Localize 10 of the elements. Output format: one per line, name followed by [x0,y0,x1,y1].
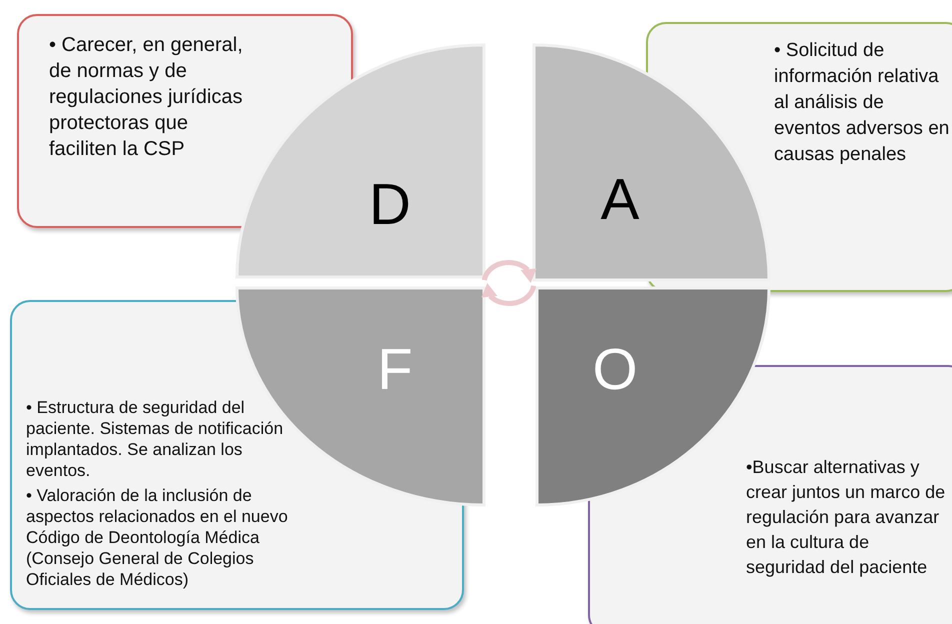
segment-letter: F [377,338,413,402]
bullet-text: •Buscar alternativas y crear juntos un marco de regulación para avanzar en la cultura de seguridad del paciente [746,456,946,579]
bullet-text: • Carecer, en general, de normas y de regulaciones jurídicas protectoras que faciliten la CSP [49,33,244,162]
segment-letter: O [592,338,638,402]
segment-letter: A [600,168,640,232]
bullet-text: • Valoración de la inclusión de aspectos relacionados en el nuevo Código de Deontología Médica (Consejo General de Colegios Oficiales de Médicos) [26,485,288,590]
bullet-text: • Solicitud de información relativa al análisis de eventos adversos en causas penales [774,39,950,167]
cycle-arrows-icon [481,260,537,306]
segment-letter: D [369,173,411,237]
bullet-text: • Estructura de seguridad del paciente. Sistemas de notificación implantados. Se analizan los eventos. [26,397,284,481]
